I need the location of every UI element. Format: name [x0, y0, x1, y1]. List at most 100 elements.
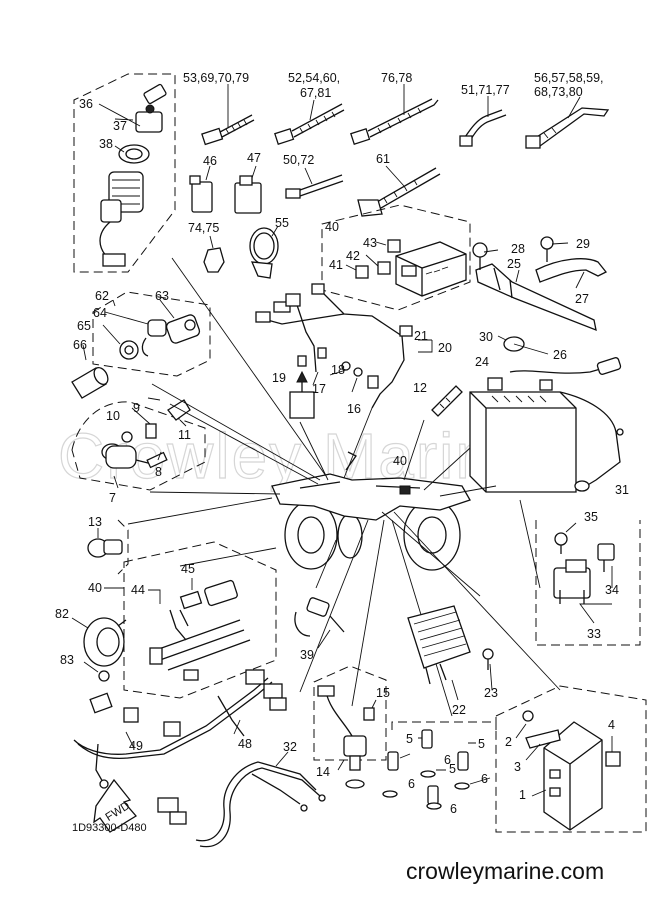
sensor-13: [87, 538, 123, 558]
label-23: 23: [484, 686, 498, 700]
label-76: 76,78: [381, 71, 412, 85]
cable-tie-53: [201, 84, 255, 146]
nut-38: [118, 144, 150, 164]
plug-66: [71, 366, 109, 399]
label-50: 50,72: [283, 153, 314, 167]
label-28: 28: [511, 242, 525, 256]
group-frame-starter: [535, 520, 641, 646]
label-40-low: 40: [88, 581, 102, 595]
horn-82: [83, 617, 127, 667]
harness-44: [149, 619, 251, 681]
label-5-b: 5: [478, 737, 485, 751]
label-33: 33: [587, 627, 601, 641]
bolt-23: [482, 648, 494, 670]
label-46: 46: [203, 154, 217, 168]
label-56: 56,57,58,59,: [534, 71, 604, 85]
label-37: 37: [113, 119, 127, 133]
label-20: 20: [438, 341, 452, 355]
fuse-34: [597, 543, 615, 572]
main-switch-36: [99, 171, 144, 267]
switch-39: [294, 597, 345, 637]
label-82: 82: [55, 607, 69, 621]
cable-clamp-56: [525, 96, 610, 149]
label-30: 30: [479, 330, 493, 344]
label-44: 44: [131, 583, 145, 597]
label-14: 14: [316, 765, 330, 779]
label-47: 47: [247, 151, 261, 165]
label-9: 9: [133, 401, 140, 415]
battery-cable: [509, 357, 624, 492]
bolt-29: [540, 236, 554, 262]
label-1: 1: [519, 788, 526, 802]
label-11: 11: [178, 428, 191, 442]
plugs-5-6: [382, 729, 470, 810]
bracket-27: [535, 258, 608, 283]
wire-harness-32: [157, 761, 326, 848]
site-url: crowleymarine.com: [406, 858, 605, 884]
label-26: 26: [553, 348, 567, 362]
label-13: 13: [88, 515, 102, 529]
label-66: 66: [73, 338, 87, 352]
bolt-15: [363, 707, 375, 721]
wire-harness-sub: [255, 283, 413, 409]
rectifier-22: [407, 605, 471, 685]
label-2: 2: [505, 735, 512, 749]
label-34: 34: [605, 583, 619, 597]
socket-63: [165, 314, 201, 344]
wire-tie-50: [285, 167, 344, 199]
label-6-b: 6: [408, 777, 415, 791]
label-27: 27: [575, 292, 589, 306]
battery-band-25: [475, 263, 597, 332]
diagram-code: 1D93300-D480: [72, 822, 147, 834]
group-frame-socket: [92, 291, 211, 377]
cap-11: [167, 399, 191, 421]
label-45: 45: [181, 562, 195, 576]
label-61: 61: [376, 152, 390, 166]
fwd-arrow: FWD: [93, 778, 137, 833]
cap-64: [141, 319, 167, 357]
group-frame-ecu: [495, 685, 647, 833]
spark-plug-cap-12: [431, 385, 463, 417]
group-frame-5-6: [391, 721, 497, 730]
label-65: 65: [77, 319, 91, 333]
label-25: 25: [507, 257, 521, 271]
label-51: 51,71,77: [461, 83, 510, 97]
nut-65: [119, 340, 139, 360]
label-41: 41: [329, 258, 343, 272]
label-31: 31: [615, 483, 629, 497]
label-24: 24: [475, 355, 489, 369]
label-49: 49: [129, 739, 143, 753]
label-5-c: 5: [449, 762, 456, 776]
bolt-28: [472, 242, 488, 270]
label-83: 83: [60, 653, 74, 667]
group-frame-14: [313, 665, 387, 761]
label-5-a: 5: [406, 732, 413, 746]
label-40-mid: 40: [393, 454, 407, 468]
label-62: 62: [95, 289, 109, 303]
label-36: 36: [79, 97, 93, 111]
label-42: 42: [346, 249, 360, 263]
label-52: 52,54,60,: [288, 71, 340, 85]
label-29: 29: [576, 237, 590, 251]
bolt-2: [522, 710, 534, 722]
label-38: 38: [99, 137, 113, 151]
cable-tie-76: [350, 84, 439, 145]
label-6-c: 6: [481, 772, 488, 786]
clip-74: [203, 235, 225, 273]
band-55: [249, 225, 279, 279]
screw-35: [554, 532, 568, 554]
bolt-9: [145, 423, 157, 439]
label-67: 67,81: [300, 86, 331, 100]
label-74: 74,75: [188, 221, 219, 235]
fuse-42: [377, 261, 391, 275]
label-39: 39: [300, 648, 314, 662]
label-4: 4: [608, 718, 615, 732]
group-frame-40-44: [123, 541, 277, 699]
cdi-unit-1: [543, 721, 603, 831]
main-key-37: [135, 83, 167, 133]
battery-24: [469, 377, 577, 493]
group-frame-main-switch: [73, 73, 176, 273]
label-8: 8: [155, 465, 162, 479]
label-7: 7: [109, 491, 116, 505]
